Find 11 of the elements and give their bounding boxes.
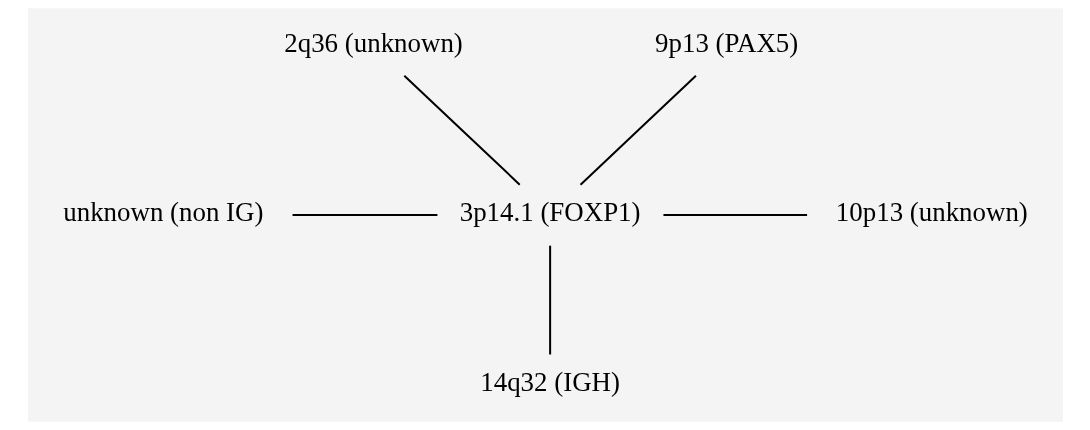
connector: [662, 214, 807, 216]
node-text: 9p13 (PAX5): [654, 27, 798, 58]
node-text: 14q32 (IGH): [479, 367, 620, 398]
connector: [579, 75, 697, 186]
node-text: 10p13 (unknown): [835, 197, 1028, 228]
connector: [403, 75, 520, 186]
node-text: 2q36 (unknown): [283, 27, 463, 58]
connector: [292, 214, 437, 216]
connector: [548, 245, 551, 355]
node-text: unknown (non IG): [62, 197, 263, 228]
node-text: 3p14.1 (FOXP1): [459, 197, 641, 228]
